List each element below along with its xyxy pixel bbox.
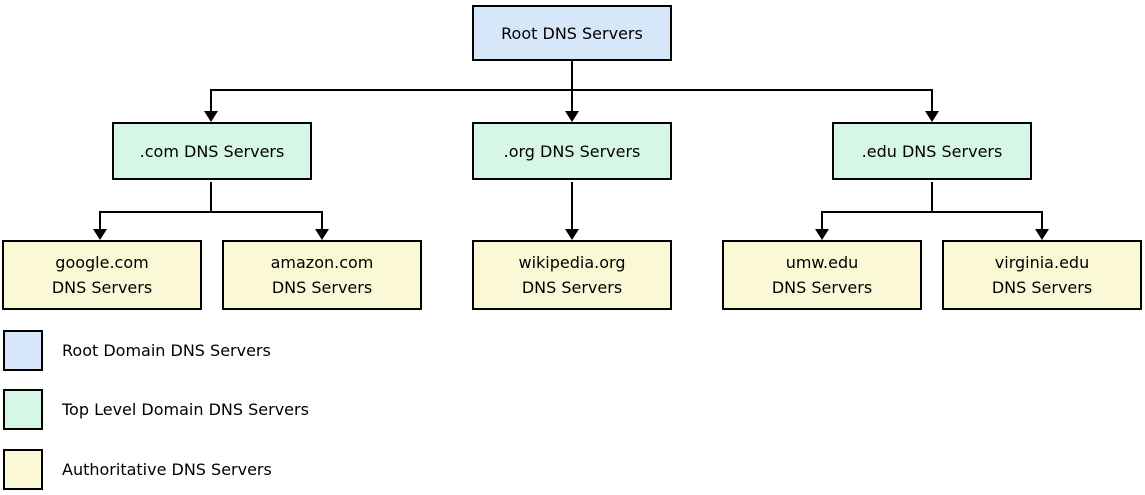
legend-label-authoritative: Authoritative DNS Servers bbox=[62, 460, 272, 479]
arrowhead-wikipedia-icon bbox=[565, 229, 579, 240]
arrowhead-org-icon bbox=[565, 111, 579, 122]
legend-swatch-authoritative bbox=[3, 449, 43, 490]
arrowhead-virginia-icon bbox=[1035, 229, 1049, 240]
legend-label-root: Root Domain DNS Servers bbox=[62, 341, 271, 360]
connector-drop-org bbox=[571, 91, 573, 111]
connector-com-stem bbox=[210, 182, 212, 212]
com-tld-node: .com DNS Servers bbox=[112, 122, 312, 180]
connector-root-bus bbox=[210, 89, 933, 91]
legend-swatch-tld bbox=[3, 389, 43, 430]
connector-drop-google bbox=[99, 213, 101, 229]
arrowhead-umw-icon bbox=[815, 229, 829, 240]
connector-drop-com bbox=[210, 91, 212, 111]
org-tld-node: .org DNS Servers bbox=[472, 122, 672, 180]
connector-com-bus bbox=[99, 211, 323, 213]
legend-swatch-root bbox=[3, 330, 43, 371]
root-dns-node: Root DNS Servers bbox=[472, 5, 672, 61]
edu-tld-node: .edu DNS Servers bbox=[832, 122, 1032, 180]
arrowhead-edu-icon bbox=[925, 111, 939, 122]
wikipedia-dns-node: wikipedia.org DNS Servers bbox=[472, 240, 672, 310]
connector-edu-bus bbox=[821, 211, 1043, 213]
connector-org-stem bbox=[571, 182, 573, 229]
arrowhead-google-icon bbox=[93, 229, 107, 240]
connector-drop-edu bbox=[931, 91, 933, 111]
connector-root-stem bbox=[571, 61, 573, 90]
amazon-dns-node: amazon.com DNS Servers bbox=[222, 240, 422, 310]
connector-drop-virginia bbox=[1041, 213, 1043, 229]
connector-edu-stem bbox=[931, 182, 933, 212]
arrowhead-amazon-icon bbox=[315, 229, 329, 240]
arrowhead-com-icon bbox=[204, 111, 218, 122]
legend-label-tld: Top Level Domain DNS Servers bbox=[62, 400, 309, 419]
umw-dns-node: umw.edu DNS Servers bbox=[722, 240, 922, 310]
connector-drop-amazon bbox=[321, 213, 323, 229]
google-dns-node: google.com DNS Servers bbox=[2, 240, 202, 310]
connector-drop-umw bbox=[821, 213, 823, 229]
virginia-dns-node: virginia.edu DNS Servers bbox=[942, 240, 1142, 310]
